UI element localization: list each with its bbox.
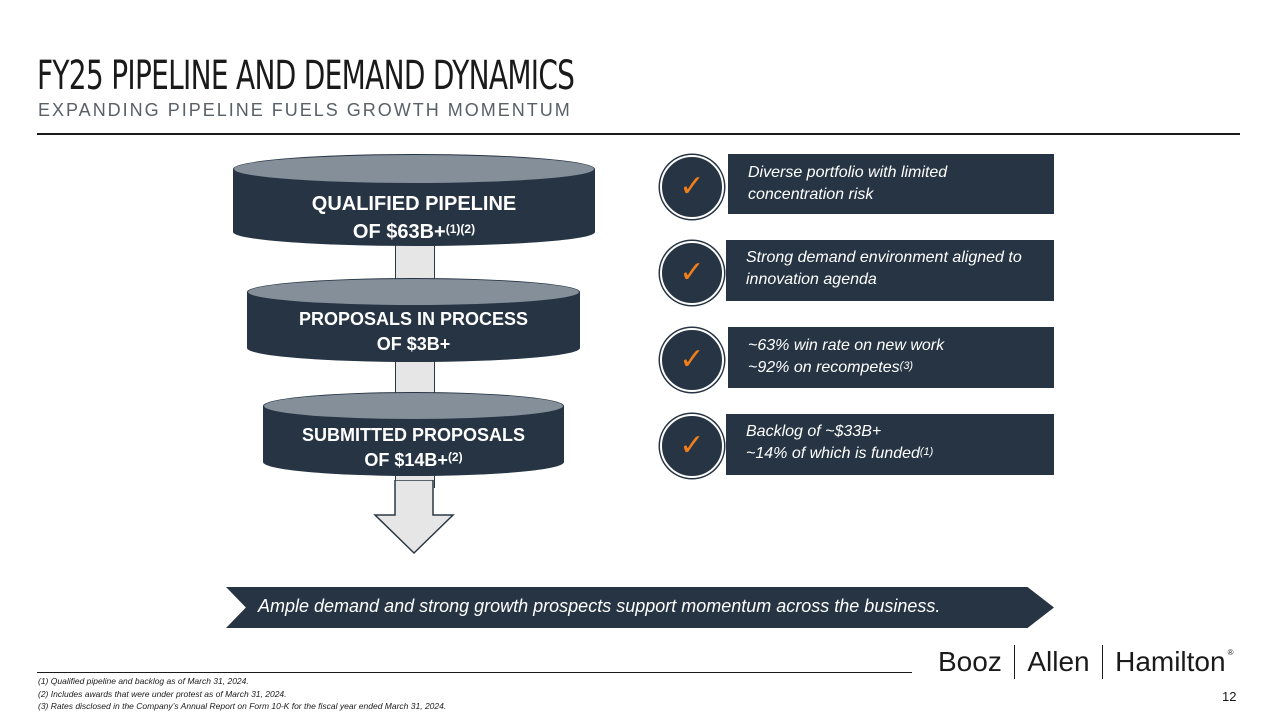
checkmark-icon: ✓ [660,414,724,478]
summary-callout-text: Ample demand and strong growth prospects… [258,596,941,616]
point-text: innovation agenda [746,271,877,288]
funnel-stage-label: SUBMITTED PROPOSALS [301,425,525,445]
point-banner-backlog: Backlog of ~$33B+ ~14% of which is funde… [726,414,1054,475]
point-text: Backlog of ~$33B+ [746,423,882,440]
point-text: Diverse portfolio with limited [748,164,948,181]
funnel-stage-proposals-in-process: PROPOSALS IN PROCESS OF $3B+ [247,278,580,362]
footnote-ref: (1)(2) [445,222,476,236]
point-text: ~63% win rate on new work [748,337,945,354]
footnotes: (1) Qualified pipeline and backlog as of… [38,675,446,713]
funnel-stage-submitted-proposals: SUBMITTED PROPOSALS OF $14B+(2) [263,392,564,476]
point-banner-demand-environment: Strong demand environment aligned to inn… [726,240,1054,301]
point-text: ~14% of which is funded [746,445,920,462]
funnel-arrow-icon [373,480,455,555]
checkmark-icon: ✓ [660,328,724,392]
summary-callout: Ample demand and strong growth prospects… [226,587,1054,628]
point-text: ~92% on recompetes [748,359,900,376]
slide-title: FY25 PIPELINE AND DEMAND DYNAMICS [37,53,575,99]
company-logo: Booz Allen Hamilton ® [938,645,1234,679]
point-text: concentration risk [748,186,874,203]
title-divider [37,133,1240,135]
point-text: Strong demand environment aligned to [746,249,1022,266]
funnel-stage-value: OF $14B+ [364,450,448,470]
funnel-stage-value: OF $63B+ [352,221,446,243]
footnote-3: (3) Rates disclosed in the Company’s Ann… [38,701,447,711]
funnel-stage-label: PROPOSALS IN PROCESS [298,309,529,329]
slide-subtitle: EXPANDING PIPELINE FUELS GROWTH MOMENTUM [38,100,572,120]
checkmark-icon: ✓ [660,155,724,219]
checkmark-icon: ✓ [660,241,724,305]
footnote-1: (1) Qualified pipeline and backlog as of… [38,676,249,686]
point-banner-win-rate: ~63% win rate on new work ~92% on recomp… [728,327,1054,388]
page-number: 12 [1222,689,1237,704]
funnel-stage-qualified-pipeline: QUALIFIED PIPELINE OF $63B+(1)(2) [233,154,595,246]
funnel-stage-label: QUALIFIED PIPELINE [311,193,517,215]
footnote-divider [37,672,912,673]
footnote-ref: (2) [447,450,463,464]
funnel-stage-value: OF $3B+ [376,334,451,354]
footnote-ref: (3) [899,360,914,372]
footnote-2: (2) Includes awards that were under prot… [38,688,287,699]
footnote-ref: (1) [919,446,934,458]
point-banner-diverse-portfolio: Diverse portfolio with limited concentra… [728,154,1054,214]
